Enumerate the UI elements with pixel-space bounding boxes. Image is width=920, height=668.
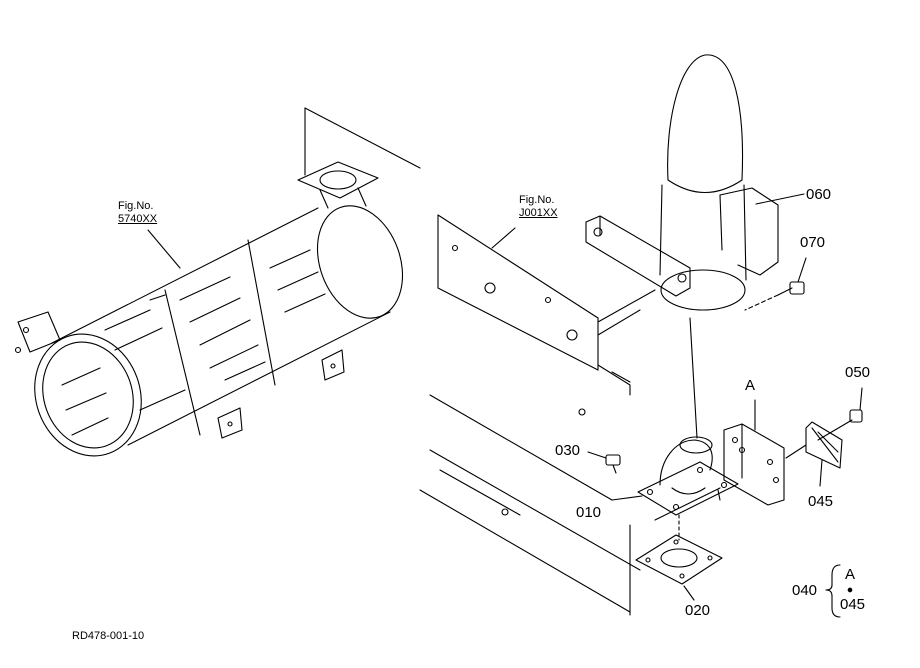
bolt-030 (587, 451, 621, 474)
legend-part-045: 045 (840, 596, 866, 613)
bracket-assembly-a (654, 399, 785, 521)
fig-j001xx-leader (491, 227, 516, 249)
part-045-callout: 045 (808, 493, 834, 510)
fig-5740xx-leader (147, 229, 181, 269)
gasket-020 (635, 514, 723, 601)
part-020: 020 (685, 602, 711, 619)
fig-ref-number: J001XX (519, 207, 558, 219)
legend-letter: A (845, 566, 856, 583)
elbow-pipe-010 (611, 436, 739, 516)
bolt-050 (817, 387, 863, 441)
fig-ref-label: Fig.No. (118, 200, 154, 212)
sub-assembly-letter: A (745, 377, 756, 394)
part-050: 050 (845, 364, 871, 381)
part-070: 070 (800, 234, 826, 251)
bolt-070 (744, 257, 807, 311)
fig-ref-number: 5740XX (118, 213, 158, 225)
diagram-code: RD478-001-10 (72, 630, 145, 642)
assembly-legend-brace (825, 564, 841, 618)
part-030: 030 (555, 442, 581, 459)
engine-frame-panel (304, 107, 641, 616)
part-010: 010 (576, 504, 602, 521)
part-060: 060 (806, 186, 832, 203)
tail-pipe-stack (659, 54, 747, 311)
fig-ref-label: Fig.No. (519, 194, 555, 206)
plate-045 (785, 421, 843, 487)
part-040: 040 (792, 582, 818, 599)
bracket-060 (585, 187, 805, 297)
fig-ref-j001xx: Fig.No. J001XX (519, 194, 558, 220)
legend-dot (847, 587, 853, 593)
dpf-muffler (14, 161, 404, 457)
fig-ref-5740xx: Fig.No. 5740XX (118, 200, 157, 226)
